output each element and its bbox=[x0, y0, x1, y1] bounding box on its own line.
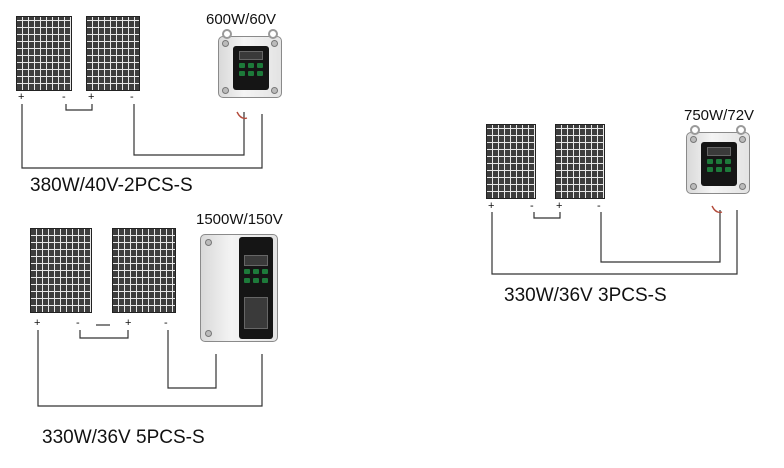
negative-wire-2 bbox=[167, 330, 217, 389]
panel-1b-minus-terminal: - bbox=[130, 91, 134, 103]
controller-1-front-panel bbox=[233, 46, 269, 90]
charge-controller-1 bbox=[218, 29, 282, 98]
negative-wire-3 bbox=[600, 210, 721, 263]
panel-3b-minus-terminal: - bbox=[597, 200, 601, 212]
controller-1-display bbox=[239, 51, 263, 60]
solar-panel-1a bbox=[16, 16, 72, 91]
solar-panel-2a bbox=[30, 228, 92, 313]
solar-panel-3a bbox=[486, 124, 536, 199]
panel-2a-plus-terminal: + bbox=[34, 317, 41, 329]
controller-3-display bbox=[707, 147, 731, 156]
positive-wire-1 bbox=[21, 104, 263, 169]
panel-3a-plus-terminal: + bbox=[488, 200, 495, 212]
system-2: + - + - 1500W/150V 330W/36V 5PCS-S bbox=[0, 44, 784, 448]
positive-wire-2 bbox=[37, 330, 263, 407]
controller-1-rating: 600W/60V bbox=[206, 11, 277, 28]
array-3-label: 330W/36V 3PCS-S bbox=[504, 285, 667, 306]
controller-2-display bbox=[244, 255, 268, 266]
series-link-3 bbox=[533, 212, 561, 219]
panel-3a-minus-terminal: - bbox=[530, 200, 534, 212]
panel-1b-plus-terminal: + bbox=[88, 91, 95, 103]
array-1-label: 380W/40V-2PCS-S bbox=[30, 175, 193, 196]
charge-controller-2 bbox=[200, 234, 278, 342]
negative-wire-1 bbox=[133, 104, 245, 156]
controller-2-front-panel bbox=[239, 237, 273, 339]
panel-1a-minus-terminal: - bbox=[62, 91, 66, 103]
panel-1a-plus-terminal: + bbox=[18, 91, 25, 103]
system-3: + - + - 750W/72V 330W/36V 3PCS-S bbox=[0, 78, 784, 306]
panel-2a-minus-terminal: - bbox=[76, 317, 80, 329]
charge-controller-3 bbox=[686, 125, 750, 194]
panel-2b-plus-terminal: + bbox=[125, 317, 132, 329]
controller-2-rating: 1500W/150V bbox=[196, 211, 283, 228]
controller-3-rating: 750W/72V bbox=[684, 107, 755, 124]
series-link-1 bbox=[65, 104, 93, 111]
system-1: + - + - 600W/60V 380W/40V-2PCS-S bbox=[0, 0, 784, 196]
solar-panel-2b bbox=[112, 228, 176, 313]
controller-3-front-panel bbox=[701, 142, 737, 186]
solar-panel-1b bbox=[86, 16, 140, 91]
panel-2b-minus-terminal: - bbox=[164, 317, 168, 329]
panel-3b-plus-terminal: + bbox=[556, 200, 563, 212]
series-link-2 bbox=[79, 330, 129, 339]
positive-wire-3 bbox=[491, 210, 738, 275]
array-2-label: 330W/36V 5PCS-S bbox=[42, 427, 205, 448]
solar-panel-3b bbox=[555, 124, 605, 199]
